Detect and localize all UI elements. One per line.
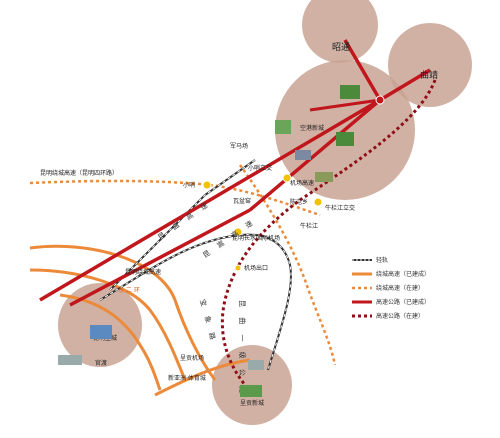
station-kunming-airport	[233, 227, 243, 237]
legend: 轻轨 绕城高速（已建成） 绕城高速（在建） 高速公路（已建成） 高速公路（在建）	[352, 256, 430, 320]
highway-planned	[220, 79, 437, 386]
landmark-photo-7	[240, 385, 262, 397]
landmark-photo-5	[315, 172, 333, 182]
legend-label-ring-built: 绕城高速（已建成）	[376, 270, 430, 278]
station-chentun	[313, 197, 323, 207]
landmark-photo-3	[336, 132, 354, 146]
ring-highway-arc-3	[59, 293, 162, 391]
landmark-plane	[248, 360, 264, 370]
label-shuidong: 昆明绕城高速	[125, 268, 161, 276]
highway-kunming-qujing	[39, 98, 381, 302]
label-airport-exit: 机场出口	[244, 264, 268, 272]
legend-label-rail: 轻轨	[376, 256, 388, 264]
airport-ring-planned	[238, 164, 337, 366]
label-niulan-interchange: 牛栏江立交	[325, 204, 355, 212]
legend-label-ring-planned: 绕城高速（在建）	[376, 284, 424, 292]
light-rail-dash-2	[109, 159, 256, 291]
highway-kunming-airport	[69, 208, 251, 307]
label-niulan-river: 牛栏江	[300, 222, 318, 230]
hub-node	[375, 95, 385, 105]
station-xiaoshao	[202, 180, 212, 190]
label-xiaoshao: 小哨	[183, 181, 195, 189]
ring-highway-arc-1	[29, 244, 217, 381]
qujing-zone	[388, 23, 472, 107]
label-chenguxiang: 陈屯乡	[290, 198, 308, 206]
ring-highway-arc-4	[154, 358, 251, 397]
label-xindajie: 新亚洲·体育城	[168, 374, 206, 382]
ring-highway-arc-2	[29, 268, 187, 381]
label-chuangzhong: 宝 象 路	[198, 298, 218, 344]
landmark-photo-1	[340, 85, 360, 99]
label-xiaoshao-interchange: 小哨立交	[248, 164, 272, 172]
label-zhanfang: 瓦盆窑	[233, 197, 251, 205]
label-ring-road: 昆明绕城高速（昆明四环路）	[40, 169, 118, 177]
label-east-ring: 东 二 环	[118, 286, 140, 294]
landmark-photo-6	[90, 325, 112, 339]
highway-airport-hub	[248, 98, 382, 212]
landmark-photo-4	[295, 150, 311, 160]
station-airport-hub	[282, 173, 292, 183]
landmark-train	[58, 355, 82, 365]
legend-label-expressway-planned: 高速公路（在建）	[376, 312, 424, 320]
landmark-photo-2	[275, 120, 291, 134]
label-guandu: 官渡	[95, 359, 107, 367]
label-junma: 军马场	[230, 142, 248, 150]
highway-newtown-link	[309, 98, 381, 112]
legend-label-expressway-built: 高速公路（已建成）	[376, 298, 430, 306]
label-chenggong-port: 呈贡机场	[180, 354, 204, 362]
station-airport-exit	[234, 264, 242, 272]
label-airport-hub: 机场高速	[290, 179, 314, 187]
city-label-zhaotong: 昭通	[332, 42, 350, 53]
label-kelong: 昆 曲 一 级 公 路	[238, 300, 247, 397]
light-rail-line	[99, 233, 292, 371]
city-label-qujing: 曲靖	[420, 69, 438, 81]
label-chenggong: 呈贡新城	[240, 399, 264, 407]
label-kunming-airport: 昆明长水国际机场	[232, 234, 280, 242]
label-airport-newtown: 空港新城	[300, 124, 324, 132]
zhaotong-zone	[302, 0, 378, 63]
